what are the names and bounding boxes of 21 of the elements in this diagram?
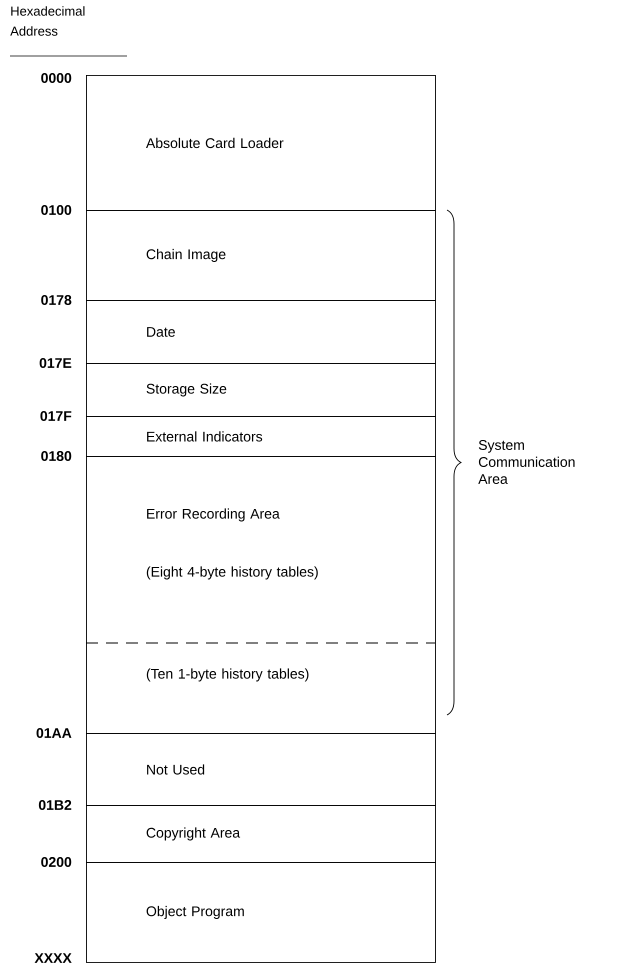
memory-region: Chain Image bbox=[86, 210, 436, 301]
memory-region: Copyright Area bbox=[86, 805, 436, 863]
address-label: 0000 bbox=[41, 73, 72, 83]
memory-region: Date bbox=[86, 300, 436, 364]
memory-region: Absolute Card Loader bbox=[86, 75, 436, 211]
address-label: 0178 bbox=[41, 295, 72, 305]
address-label: 01AA bbox=[36, 728, 72, 738]
address-label: 0180 bbox=[41, 451, 72, 461]
address-label: 017E bbox=[40, 358, 72, 368]
address-label: 0100 bbox=[41, 205, 72, 215]
address-label: 017F bbox=[40, 411, 72, 421]
memory-region: Object Program bbox=[86, 862, 436, 963]
memory-region: External Indicators bbox=[86, 416, 436, 457]
address-label: 01B2 bbox=[38, 800, 72, 810]
brace-label: System Communication Area bbox=[478, 440, 575, 484]
address-label: 0200 bbox=[41, 857, 72, 867]
address-label: XXXX bbox=[34, 953, 72, 963]
memory-region: Error Recording Area (Eight 4-byte history tables) (Ten 1-byte history tables) bbox=[86, 456, 436, 734]
column-heading: Hexadecimal Address bbox=[10, 6, 128, 56]
memory-region: Not Used bbox=[86, 733, 436, 806]
memory-region: Storage Size bbox=[86, 363, 436, 417]
